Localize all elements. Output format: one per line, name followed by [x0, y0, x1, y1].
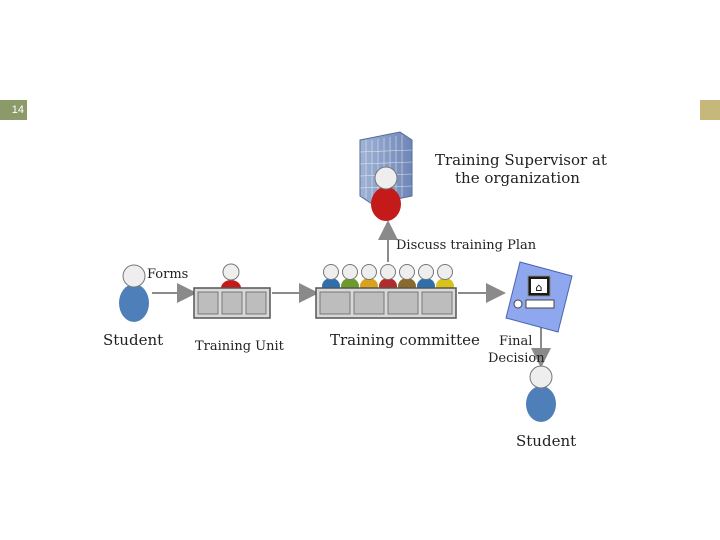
forms-label: Forms [147, 267, 189, 282]
supervisor-label-line1: Training Supervisor at [435, 151, 607, 169]
final-decision-label-line1: Final [499, 334, 533, 349]
training-unit-desk [193, 263, 271, 319]
training-committee-label: Training committee [330, 331, 480, 349]
final-decision-label-line2: Decision [488, 351, 545, 366]
student-figure-right [526, 365, 556, 422]
svg-text:⌂: ⌂ [536, 281, 543, 294]
computer-icon: ⌂ [505, 261, 573, 333]
training-unit-label: Training Unit [195, 339, 284, 354]
student-figure-left [119, 264, 149, 322]
student-left-label: Student [103, 331, 164, 349]
supervisor-figure [359, 131, 413, 221]
training-committee-desk [315, 264, 457, 319]
discuss-training-plan-label: Discuss training Plan [396, 238, 537, 253]
student-right-label: Student [516, 432, 577, 450]
accent-square [700, 100, 720, 120]
supervisor-label-line2: the organization [455, 169, 580, 187]
slide-number: 14 [0, 100, 27, 120]
